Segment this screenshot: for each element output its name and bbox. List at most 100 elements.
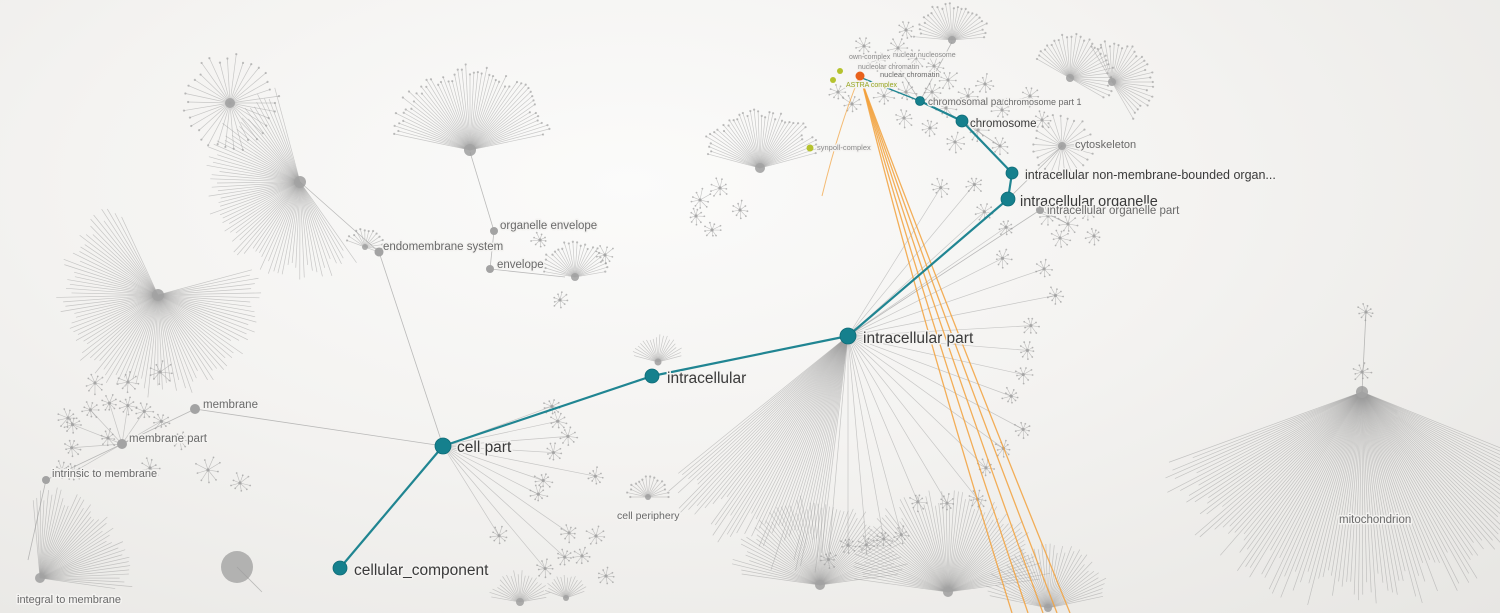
graph-node-envelope[interactable] [486,265,494,273]
burst-tip [721,178,723,181]
burst-tip [1366,368,1369,370]
burst-tip [494,526,497,529]
burst-tip [833,96,835,99]
graph-node-intracellular-organelle-part[interactable] [1036,206,1044,214]
graph-node-intracellular-non-membrane-bounded-organelle[interactable] [1005,166,1019,180]
burst-tip [939,503,942,505]
burst-tip [572,556,575,559]
burst-tip [196,472,199,475]
burst-tip [739,217,742,220]
burst-tip [936,56,938,58]
burst-tip [844,86,847,89]
burst-center [928,126,932,130]
burst-tip [574,431,576,434]
burst-tip [946,142,949,145]
burst-tip [1086,218,1089,221]
burst-tip [979,183,982,186]
fan-tip [394,112,397,115]
burst-center [882,537,886,541]
burst-tip [606,246,608,249]
fan-tip [815,143,818,146]
burst-center [238,481,242,485]
graph-node-chromosome[interactable] [955,114,969,128]
burst-tip [560,452,563,455]
graph-node-cell-part[interactable] [434,437,452,455]
burst-tip [925,66,928,68]
fan-tip [591,246,595,249]
burst-tip [928,70,931,73]
burst-tip [1034,115,1037,118]
burst-tip [80,424,82,426]
burst-center [982,210,986,214]
burst-tip [551,481,554,484]
graph-node-intracellular-part[interactable] [839,327,857,345]
graph-node-intrinsic-to-membrane[interactable] [42,476,50,484]
graph-node-cellular_component[interactable] [332,560,348,576]
fan-tip [1050,43,1053,47]
fan-tip [503,85,507,88]
burst-tip [828,567,831,570]
burst-tip [912,25,914,28]
graph-node-synpoll-complex[interactable] [806,144,814,152]
burst-tip [145,457,148,460]
burst-tip [597,576,600,579]
burst-tip [924,98,927,101]
burst-tip [994,443,997,446]
burst-tip [565,293,568,296]
fan-tip [1102,96,1105,99]
burst-tip [1036,89,1039,92]
burst-tip [69,418,72,421]
graph-node-endomembrane-system[interactable] [374,247,384,257]
burst-tip [547,476,550,478]
burst-tip [890,42,892,45]
burst-tip [1046,115,1049,118]
graph-node-green-node-2[interactable] [830,77,836,83]
fan-tip [425,85,428,88]
burst-tip [85,401,88,403]
burst-tip [999,153,1001,156]
fan-tip [978,16,981,19]
fan-tip [1148,99,1151,102]
burst-tip [1024,326,1026,329]
orange-edge-bundle [821,79,1071,613]
burst-tip [135,407,138,410]
burst-tip [710,190,712,193]
graph-node-chromatin[interactable] [855,71,865,81]
fan-tip [378,235,381,238]
burst-tip [586,552,588,555]
graph-node-membrane[interactable] [190,404,200,414]
burst-tip [573,550,576,553]
fan-tip [542,261,545,264]
burst-tip [57,474,59,477]
burst-tip [558,457,561,460]
burst-tip [1038,110,1041,113]
fan-tip [456,68,459,71]
graph-node-chromosomal-part[interactable] [915,96,925,106]
burst-tip [1358,364,1361,367]
burst-tip [939,76,942,79]
graph-node-green-node-1[interactable] [837,68,843,74]
graph-node-intracellular[interactable] [644,368,660,384]
burst-tip [73,440,76,442]
burst-tip [1067,230,1070,232]
fan-tip [553,250,557,253]
burst-tip [1056,288,1058,291]
burst-tip [922,53,925,56]
burst-tip [1366,304,1369,307]
graph-node-organelle-envelope[interactable] [490,227,498,235]
fan-tip [1036,156,1039,159]
cluster-bursts [54,21,1374,585]
graph-node-intracellular-organelle[interactable] [1000,191,1016,207]
burst-tip [599,244,601,247]
burst-tip [134,387,136,390]
burst-tip [87,377,90,380]
burst-center [593,474,597,478]
fan-tip [1151,95,1154,98]
burst-tip [1059,301,1062,303]
burst-center [916,500,920,504]
burst-tip [580,562,583,565]
burst-tip [903,126,906,129]
graph-node-membrane-part[interactable] [117,439,127,449]
